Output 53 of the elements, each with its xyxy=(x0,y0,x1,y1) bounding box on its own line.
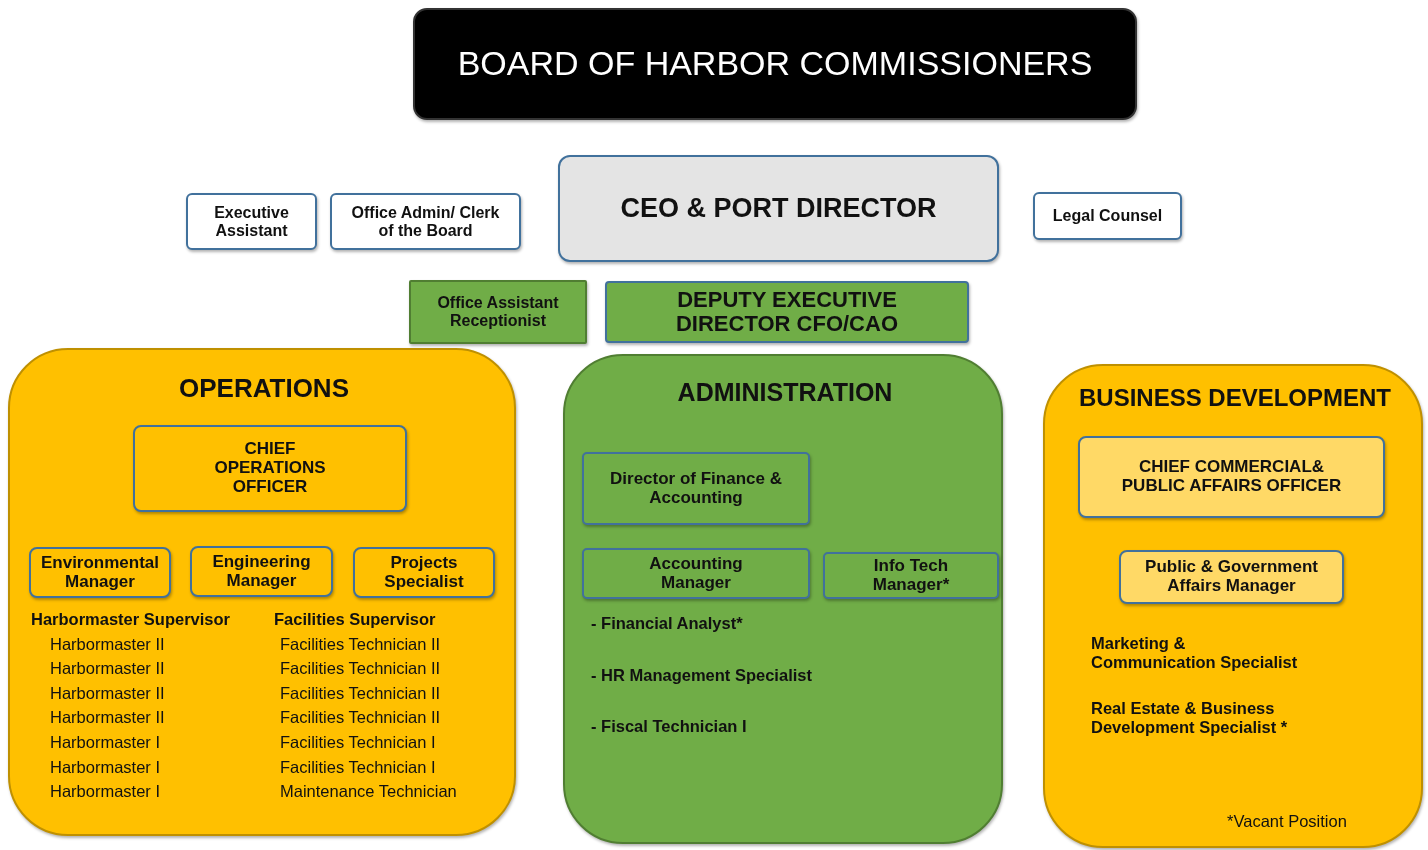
department-heading: OPERATIONS xyxy=(178,374,350,404)
role-box xyxy=(605,281,969,343)
role-title: DEPUTY EXECUTIVE DIRECTOR CFO/CAO xyxy=(674,287,899,337)
role-title: Office Assistant Receptionist xyxy=(436,294,560,330)
role-box xyxy=(190,546,333,597)
role-title: CHIEF OPERATIONS OFFICER xyxy=(213,440,327,497)
role-box xyxy=(353,547,495,598)
role-text: Maintenance Technician xyxy=(280,782,458,802)
role-text: Facilities Technician II xyxy=(280,708,442,728)
role-text: Marketing & Communication Specialist xyxy=(1091,634,1299,672)
role-text: Facilities Technician I xyxy=(280,757,437,777)
role-title: Info Tech Manager* xyxy=(871,556,951,595)
role-title: CHIEF COMMERCIAL& PUBLIC AFFAIRS OFFICER xyxy=(1120,458,1343,496)
role-box xyxy=(823,552,999,599)
role-text: - Fiscal Technician I xyxy=(591,717,748,736)
role-box xyxy=(330,193,521,250)
department-panel xyxy=(1043,364,1423,848)
role-box xyxy=(1033,192,1182,240)
role-title: Environmental Manager xyxy=(39,553,161,592)
role-title: BOARD OF HARBOR COMMISSIONERS xyxy=(456,45,1094,83)
department-heading: ADMINISTRATION xyxy=(676,378,894,407)
role-text: Facilities Technician II xyxy=(280,634,442,654)
role-text: Facilities Technician II xyxy=(280,659,442,679)
department-panel xyxy=(563,354,1003,844)
department-panel xyxy=(8,348,516,836)
role-box xyxy=(1119,550,1344,604)
role-title: Director of Finance & Accounting xyxy=(609,469,783,508)
role-title: Engineering Manager xyxy=(211,552,312,591)
role-text: Real Estate & Business Development Specialist * xyxy=(1091,699,1289,737)
role-box xyxy=(582,452,810,525)
role-title: Office Admin/ Clerk of the Board xyxy=(350,203,501,240)
board-box xyxy=(413,8,1137,120)
role-title: CEO & PORT DIRECTOR xyxy=(619,193,938,224)
role-text: Facilities Technician I xyxy=(280,733,437,752)
department-heading: BUSINESS DEVELOPMENT xyxy=(1077,384,1392,412)
role-box xyxy=(186,193,317,250)
director-box xyxy=(558,155,999,262)
role-box xyxy=(29,547,171,598)
role-text: - Financial Analyst* xyxy=(591,614,744,633)
role-text: Harbormaster Supervisor xyxy=(31,610,231,629)
role-title: Accounting Manager xyxy=(648,554,744,593)
role-box xyxy=(409,280,587,344)
role-text: Facilities Technician II xyxy=(280,683,442,703)
role-box xyxy=(582,548,810,599)
role-box xyxy=(1078,436,1385,518)
role-text: Facilities Supervisor xyxy=(274,610,437,629)
role-title: Legal Counsel xyxy=(1051,207,1164,225)
role-box xyxy=(133,425,407,512)
role-text: *Vacant Position xyxy=(1227,812,1348,831)
role-title: Executive Assistant xyxy=(213,203,290,240)
role-title: Public & Government Affairs Manager xyxy=(1144,558,1319,596)
role-title: Projects Specialist xyxy=(383,553,465,592)
role-text: - HR Management Specialist xyxy=(591,665,813,685)
